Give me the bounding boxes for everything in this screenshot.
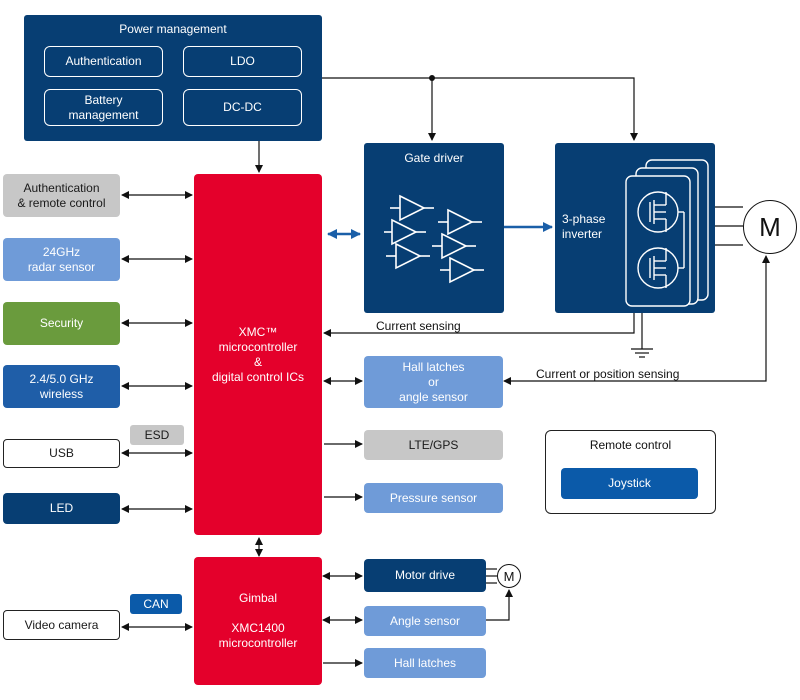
mosfet-stack-icon	[625, 159, 709, 307]
gate-driver-symbols-icon	[384, 194, 484, 284]
radar-sensor-block: 24GHz radar sensor	[3, 238, 120, 281]
authentication-block: Authentication	[44, 46, 163, 77]
auth-remote-block: Authentication & remote control	[3, 174, 120, 217]
pressure-sensor-block: Pressure sensor	[364, 483, 503, 513]
battery-management-block: Battery management	[44, 89, 163, 126]
can-block: CAN	[130, 594, 182, 614]
gate-driver-block	[364, 143, 504, 313]
remote-control-title: Remote control	[589, 438, 672, 452]
motor-drive-block: Motor drive	[364, 559, 486, 592]
small-motor-icon: M	[497, 564, 521, 588]
power-management-title: Power management	[119, 22, 227, 36]
joystick-block: Joystick	[561, 468, 698, 499]
motor-icon: M	[743, 200, 797, 254]
inverter-title: 3-phase inverter	[562, 212, 606, 241]
wireless-block: 2.4/5.0 GHz wireless	[3, 365, 120, 408]
current-sensing-label: Current sensing	[376, 319, 461, 333]
mcu-block: XMC™ microcontroller & digital control I…	[194, 174, 322, 535]
dcdc-block: DC-DC	[183, 89, 302, 126]
power-management-panel	[24, 15, 322, 141]
esd-block: ESD	[130, 425, 184, 445]
video-camera-block: Video camera	[3, 610, 120, 640]
gate-driver-title: Gate driver	[404, 151, 464, 165]
angle-sensor-block: Angle sensor	[364, 606, 486, 636]
ldo-block: LDO	[183, 46, 302, 77]
hall-latches-block: Hall latches	[364, 648, 486, 678]
usb-block: USB	[3, 439, 120, 468]
small-motor-label: M	[503, 568, 515, 584]
lte-gps-block: LTE/GPS	[364, 430, 503, 460]
led-block: LED	[3, 493, 120, 524]
position-sensing-label: Current or position sensing	[536, 367, 680, 381]
gimbal-block: Gimbal XMC1400 microcontroller	[194, 557, 322, 685]
security-block: Security	[3, 302, 120, 345]
hall-angle-block: Hall latches or angle sensor	[364, 356, 503, 408]
motor-label: M	[759, 211, 781, 242]
